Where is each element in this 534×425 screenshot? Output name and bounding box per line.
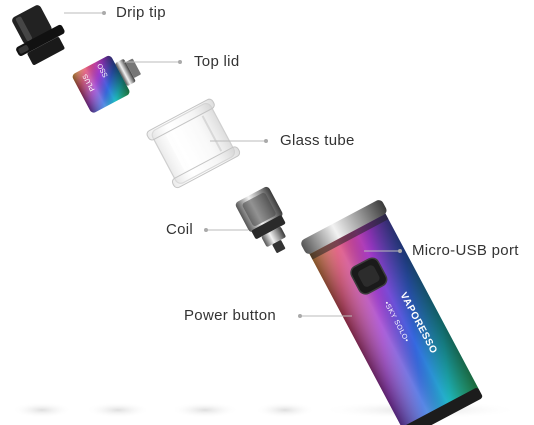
label-top-lid: Top lid [194, 53, 240, 70]
label-drip-tip: Drip tip [116, 4, 166, 21]
top-lid-icon: PLUS SSO [72, 55, 141, 113]
label-coil: Coil [166, 221, 194, 238]
label-micro-usb-port: Micro-USB port [412, 242, 519, 259]
power-button-icon [350, 257, 388, 295]
battery-body-icon: •SKY SOLO• VAPORESSO [301, 200, 483, 425]
glass-tube-icon [146, 98, 241, 189]
coil-icon [235, 186, 286, 253]
label-glass-tube: Glass tube [280, 132, 355, 149]
leader-lines [64, 11, 402, 318]
label-power-button: Power button [184, 307, 276, 324]
drip-tip-icon [12, 5, 65, 65]
